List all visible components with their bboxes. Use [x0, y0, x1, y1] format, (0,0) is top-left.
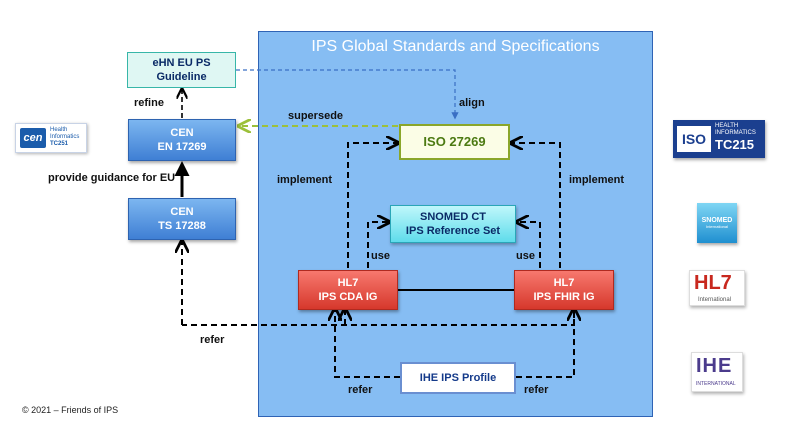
iso-tc215-logo: ISO HEALTH INFORMATICS TC215	[673, 120, 765, 158]
cen-ts-17288-box: CEN TS 17288	[128, 198, 236, 240]
cen-logo-text: Health Informatics TC251	[50, 127, 79, 148]
snomed-line1: SNOMED CT	[420, 211, 486, 223]
hl7-logo-text1: International	[698, 297, 732, 303]
iso-logo-text2: INFORMATICS	[715, 130, 756, 136]
ihe-ips-profile-box: IHE IPS Profile	[400, 362, 516, 394]
iso-27269-box: ISO 27269	[399, 124, 510, 160]
implement-left-arrow	[347, 143, 397, 268]
footer-copyright: © 2021 – Friends of IPS	[22, 405, 119, 415]
snomed-line2: IPS Reference Set	[405, 225, 501, 237]
iso-27269-label: ISO 27269	[423, 134, 486, 149]
hl7-mark: HL7	[694, 272, 732, 294]
use-right-label: use	[516, 250, 535, 262]
cen-en-line1: CEN	[170, 127, 194, 139]
hl7-international-logo: HL7 International	[689, 270, 745, 306]
hl7-cda-line2: IPS CDA IG	[318, 291, 378, 303]
refer-bottom-left-label: refer	[348, 384, 373, 396]
cen-ts-line2: TS 17288	[158, 220, 206, 232]
snomed-logo-text2: International	[705, 224, 728, 229]
refer-left-label: refer	[200, 334, 225, 346]
use-left-arrow	[367, 222, 388, 268]
iso-logo-text3: TC215	[715, 137, 755, 152]
ihe-logo-text1: INTERNATIONAL	[696, 381, 736, 387]
use-left-label: use	[371, 250, 390, 262]
ihe-ips-profile-label: IHE IPS Profile	[419, 372, 497, 384]
snomed-ct-refset-box: SNOMED CT IPS Reference Set	[390, 205, 516, 243]
cen-mark: cen	[20, 128, 46, 148]
implement-right-arrow	[512, 143, 561, 268]
refine-label: refine	[134, 97, 164, 109]
iso-logo-text1: HEALTH	[715, 123, 739, 129]
align-arrow	[236, 69, 459, 120]
cen-en-17269-box: CEN EN 17269	[128, 119, 236, 161]
supersede-label: supersede	[288, 110, 344, 122]
snomed-international-logo: SNOMED International	[697, 203, 737, 243]
ihe-international-logo: IHE INTERNATIONAL	[691, 352, 743, 392]
cen-logo-text2: Informatics	[50, 134, 80, 140]
hl7-ips-fhir-ig-box: HL7 IPS FHIR IG	[514, 270, 614, 310]
cen-tc251-logo: cen Health Informatics TC251	[15, 123, 87, 153]
refer-bottom-right-arrow	[516, 310, 574, 378]
refer-bottom-right-label: refer	[524, 384, 549, 396]
panel-title: IPS Global Standards and Specifications	[311, 38, 600, 55]
use-right-arrow	[518, 222, 541, 268]
hl7-ips-cda-ig-box: HL7 IPS CDA IG	[298, 270, 398, 310]
ehn-line2: Guideline	[156, 71, 207, 83]
align-label: align	[459, 97, 485, 109]
cen-en-line2: EN 17269	[157, 141, 207, 153]
hl7-cda-line1: HL7	[337, 277, 359, 289]
ehn-line1: eHN EU PS	[152, 57, 211, 69]
cen-ts-line1: CEN	[170, 206, 194, 218]
hl7-fhir-line1: HL7	[553, 277, 575, 289]
iso-mark: ISO	[677, 126, 711, 152]
ehn-eu-ps-guideline-box: eHN EU PS Guideline	[127, 52, 236, 88]
cen-logo-text3: TC251	[50, 141, 69, 147]
implement-left-label: implement	[277, 174, 333, 186]
snomed-logo-text1: SNOMED	[701, 217, 733, 224]
refer-left-line	[182, 312, 575, 326]
iso-logo-text: HEALTH INFORMATICS TC215	[715, 123, 756, 152]
hl7-fhir-line2: IPS FHIR IG	[533, 291, 595, 303]
ihe-mark: IHE	[696, 355, 733, 377]
cen-logo-text1: Health	[50, 127, 68, 133]
refer-bottom-left-arrow	[335, 310, 400, 378]
provide-guidance-label: provide guidance for EU	[48, 172, 176, 184]
implement-right-label: implement	[569, 174, 625, 186]
